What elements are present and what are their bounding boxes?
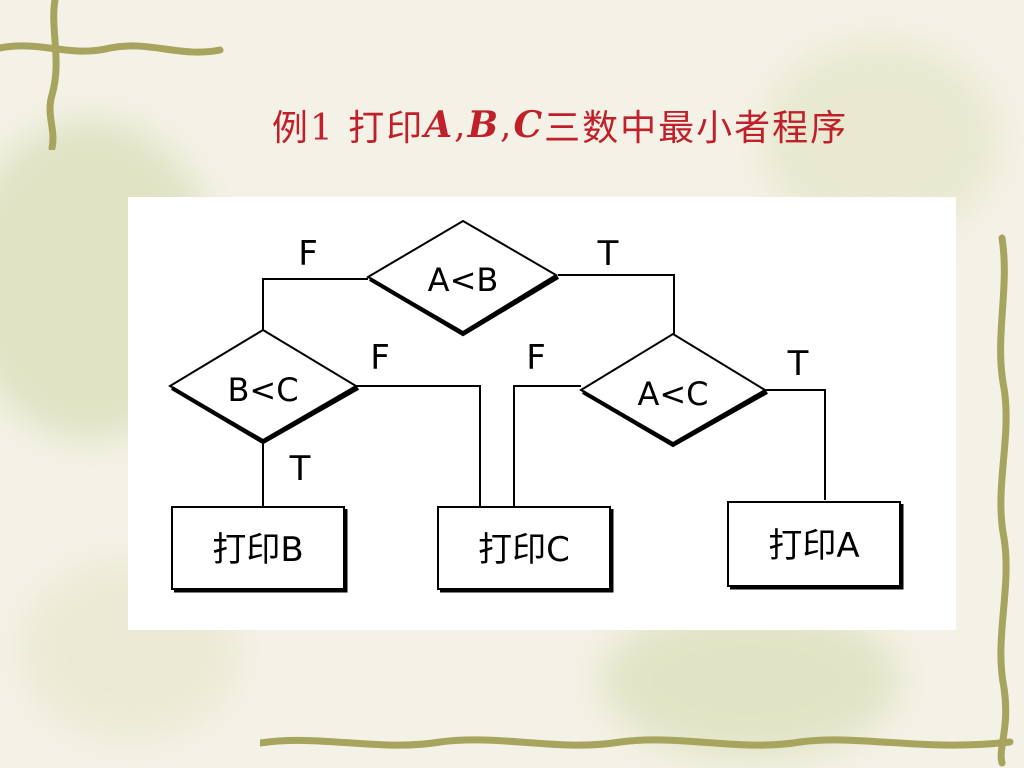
output-label-print-a: 打印A bbox=[768, 526, 859, 566]
box-shadow-edge bbox=[440, 509, 614, 593]
branch-label-true: T bbox=[597, 234, 619, 274]
vine-decoration-top-left bbox=[0, 0, 224, 150]
title-var-b: B bbox=[467, 104, 501, 146]
output-box-print-b bbox=[171, 506, 345, 590]
title-separator: , bbox=[500, 104, 514, 146]
title-suffix: 三数中最小者程序 bbox=[544, 108, 849, 149]
output-box-print-c bbox=[437, 506, 611, 590]
box-shadow-edge bbox=[730, 504, 904, 590]
connector-line bbox=[765, 389, 826, 500]
flowchart-panel: A<B B<C A<C F T F T F T 打印B 打印C 打印A bbox=[128, 197, 956, 630]
branch-label-true: T bbox=[787, 344, 809, 384]
branch-label-false: F bbox=[370, 338, 390, 378]
branch-label-false: F bbox=[298, 234, 318, 274]
connector-line bbox=[356, 385, 481, 507]
vine-decoration-right bbox=[997, 234, 1010, 767]
decision-label-a-lt-b: A<B bbox=[428, 261, 499, 299]
title-separator: , bbox=[454, 104, 468, 146]
title-var-a: A bbox=[424, 104, 455, 146]
branch-label-true: T bbox=[289, 449, 311, 489]
diamond-shadow-edge bbox=[581, 390, 768, 448]
title-var-c: C bbox=[513, 104, 545, 146]
decision-label-b-lt-c: B<C bbox=[227, 371, 298, 409]
diamond-shadow-edge bbox=[170, 386, 359, 445]
title-prefix: 例1 打印 bbox=[271, 108, 425, 149]
decision-label-a-lt-c: A<C bbox=[637, 375, 708, 413]
output-label-print-c: 打印C bbox=[478, 530, 570, 570]
output-box-print-a bbox=[727, 501, 901, 587]
diamond-shadow-edge bbox=[368, 275, 560, 337]
connector-line bbox=[513, 385, 581, 507]
vine-decoration-bottom bbox=[260, 736, 1014, 749]
box-shadow-edge bbox=[174, 509, 348, 593]
connector-line bbox=[558, 274, 675, 334]
branch-label-false: F bbox=[526, 338, 546, 378]
output-label-print-b: 打印B bbox=[212, 530, 303, 570]
connector-line bbox=[262, 278, 368, 330]
flowchart-diagram: A<B B<C A<C F T F T F T 打印B 打印C 打印A bbox=[168, 219, 904, 593]
